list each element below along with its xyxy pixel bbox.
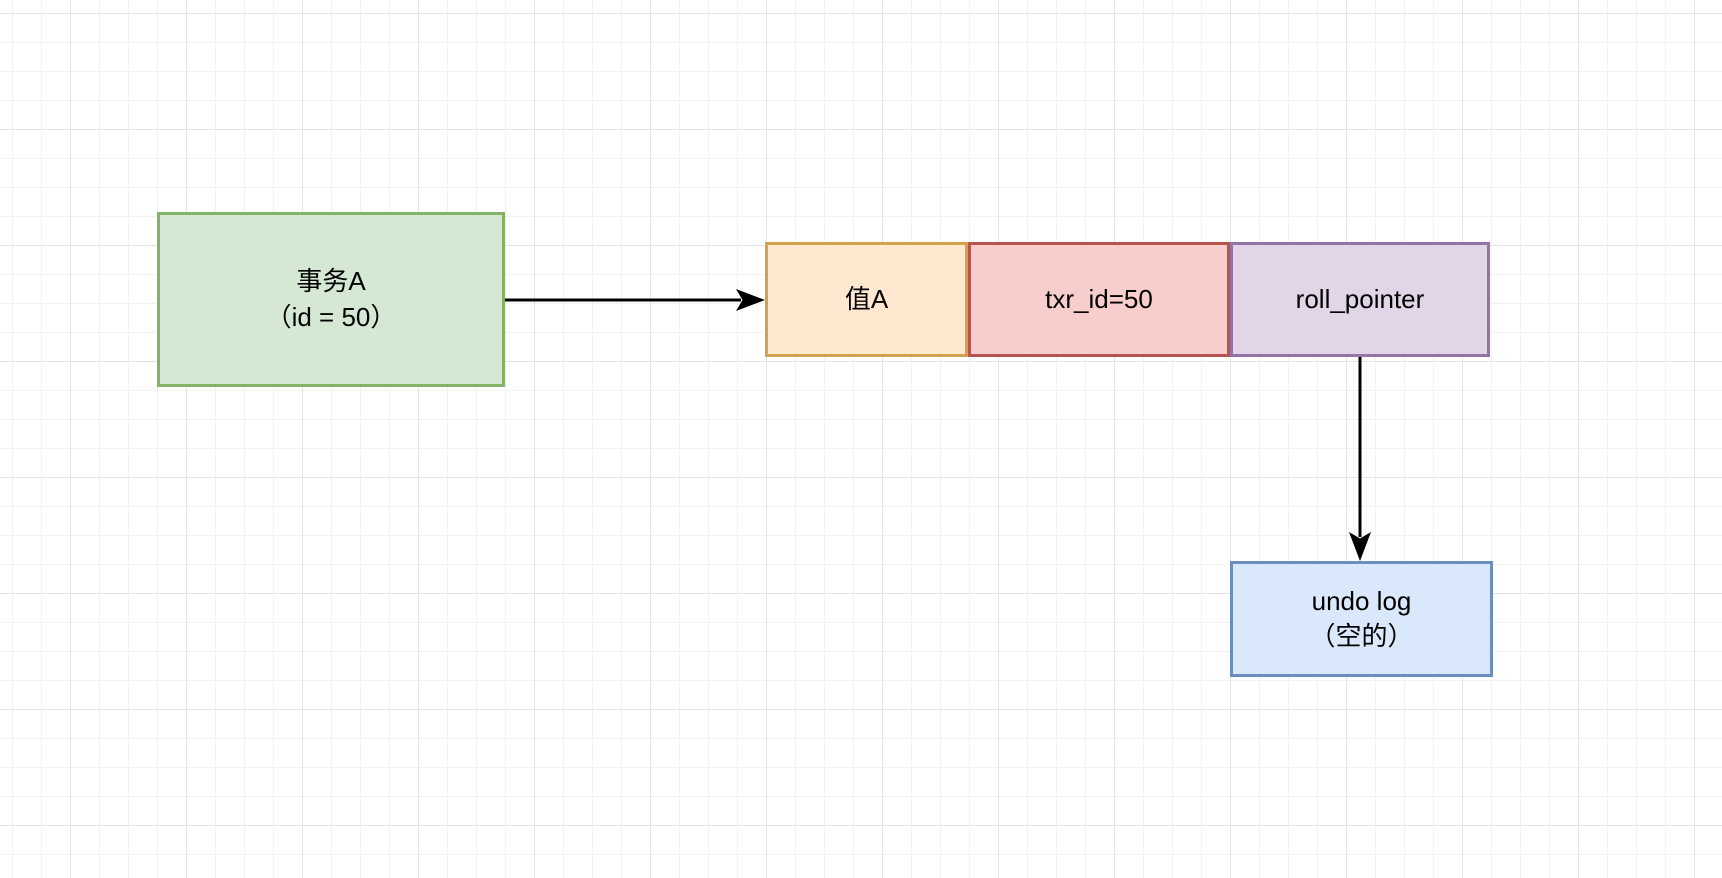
transaction-a-box[interactable]: 事务A （id = 50） <box>157 212 505 387</box>
record-value-label: 值A <box>844 283 889 314</box>
transaction-a-id-label: （id = 50） <box>265 301 397 332</box>
record-txr-id-label: txr_id=50 <box>1045 283 1153 314</box>
record-value-cell[interactable]: 值A <box>765 242 968 357</box>
undo-log-empty-label: （空的） <box>1309 621 1414 651</box>
arrowhead-down-icon <box>1349 532 1371 561</box>
record-txr-id-cell[interactable]: txr_id=50 <box>968 242 1230 357</box>
arrow-transaction-to-record <box>505 289 765 311</box>
arrowhead-right-icon <box>736 289 765 311</box>
undo-log-label: undo log <box>1311 585 1412 616</box>
transaction-a-label: 事务A <box>296 266 366 297</box>
record-roll-pointer-cell[interactable]: roll_pointer <box>1230 242 1490 357</box>
record-roll-pointer-label: roll_pointer <box>1295 283 1425 314</box>
arrow-rollpointer-to-undolog <box>1349 357 1371 561</box>
undo-log-box[interactable]: undo log （空的） <box>1230 561 1493 677</box>
